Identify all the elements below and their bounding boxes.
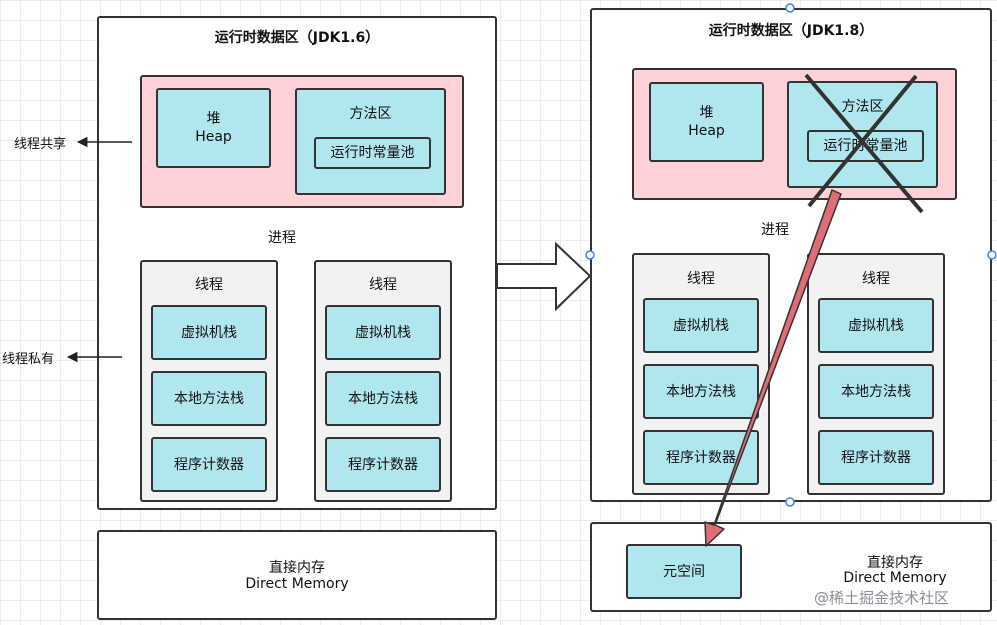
thread-shared-label: 线程共享 (14, 137, 67, 152)
method-area-label: 方法区 (841, 99, 884, 115)
thread-label: 线程 (369, 277, 397, 293)
vm-stack: 虚拟机栈 (643, 298, 759, 353)
direct-memory-cn: 直接内存 (269, 560, 325, 576)
jdk18-process-label: 进程 (761, 222, 789, 238)
native-method-stack: 本地方法栈 (643, 364, 759, 419)
vm-stack: 虚拟机栈 (818, 298, 934, 353)
heap-label-cn: 堆 (206, 111, 221, 127)
vm-stack: 虚拟机栈 (151, 305, 267, 360)
watermark: @稀土掘金技术社区 (814, 589, 950, 607)
native-method-stack: 本地方法栈 (151, 371, 267, 426)
heap-label-en: Heap (195, 129, 232, 145)
native-method-stack: 本地方法栈 (818, 364, 934, 419)
removed-cross-mark (804, 73, 924, 214)
selection-handle[interactable] (987, 250, 997, 260)
jdk18-title: 运行时数据区（JDK1.8） (708, 23, 874, 39)
selection-handle[interactable] (585, 250, 595, 260)
jdk16-title: 运行时数据区（JDK1.6） (214, 30, 380, 46)
jdk18-heap-box: 堆 Heap (649, 82, 764, 162)
direct-memory-en: Direct Memory (843, 570, 947, 586)
direct-memory-en: Direct Memory (245, 576, 349, 592)
selection-handle[interactable] (785, 497, 795, 507)
jdk16-direct-memory (97, 530, 497, 620)
heap-label-cn: 堆 (699, 105, 714, 121)
method-area-label: 方法区 (349, 106, 392, 122)
program-counter: 程序计数器 (151, 437, 267, 492)
thread-label: 线程 (862, 271, 890, 287)
thread-private-label: 线程私有 (2, 352, 55, 367)
program-counter: 程序计数器 (818, 430, 934, 485)
heap-label-en: Heap (688, 123, 725, 139)
thread-label: 线程 (195, 277, 223, 293)
jdk16-constant-pool: 运行时常量池 (314, 137, 431, 169)
metaspace-box: 元空间 (626, 544, 742, 599)
jdk16-process-label: 进程 (268, 230, 296, 246)
native-method-stack: 本地方法栈 (325, 371, 441, 426)
migration-arrow (704, 189, 842, 547)
direct-memory-cn: 直接内存 (867, 555, 923, 571)
jdk16-heap-box: 堆 Heap (156, 88, 271, 168)
removed-cross-mark (807, 74, 918, 208)
vm-stack: 虚拟机栈 (325, 305, 441, 360)
thread-label: 线程 (687, 271, 715, 287)
program-counter: 程序计数器 (325, 437, 441, 492)
transition-arrow (496, 241, 592, 312)
program-counter: 程序计数器 (643, 430, 759, 485)
selection-handle[interactable] (785, 3, 795, 13)
